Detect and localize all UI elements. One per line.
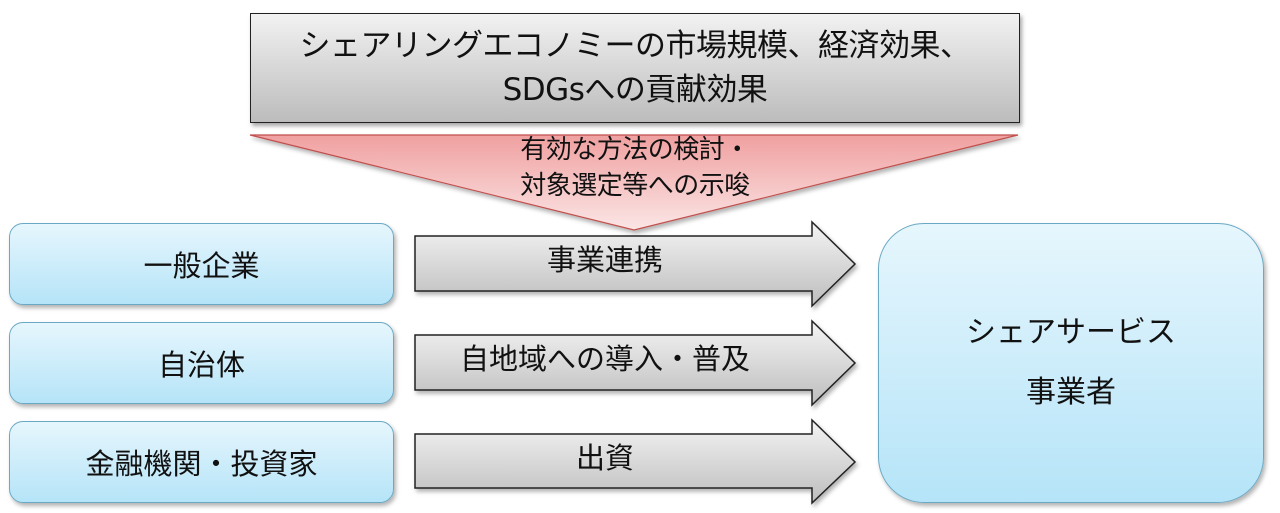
target-line2: 事業者 xyxy=(1026,375,1116,410)
research-scope-line1: シェアリングエコノミーの市場規模、経済効果、 xyxy=(299,28,972,64)
funnel-label-line2: 対象選定等への示唆 xyxy=(520,171,750,201)
arrow-label-investment: 出資 xyxy=(575,441,634,475)
target-line1: シェアサービス xyxy=(966,315,1176,350)
arrow-label-local-introduction: 自地域への導入・普及 xyxy=(459,342,750,376)
arrow-shape-investment xyxy=(414,418,857,505)
funnel-triangle xyxy=(249,134,1019,231)
arrow-shape-business-partnership xyxy=(414,220,857,308)
arrow-shape-local-introduction xyxy=(414,319,857,407)
stakeholder-label: 自治体 xyxy=(157,348,245,382)
stakeholder-label: 一般企業 xyxy=(143,249,260,283)
stakeholder-label: 金融機関・投資家 xyxy=(85,447,318,481)
stakeholder-general-companies: 一般企業 xyxy=(9,223,394,305)
stakeholder-local-governments: 自治体 xyxy=(9,322,394,404)
share-service-provider-box: シェアサービス 事業者 xyxy=(878,223,1264,503)
stakeholder-financial-institutions: 金融機関・投資家 xyxy=(9,421,394,503)
funnel-label-line1: 有効な方法の検討・ xyxy=(520,135,750,165)
arrow-label-business-partnership: 事業連携 xyxy=(546,243,663,277)
research-scope-box: シェアリングエコノミーの市場規模、経済効果、 SDGsへの貢献効果 xyxy=(250,13,1020,123)
research-scope-line2: SDGsへの貢献効果 xyxy=(502,72,768,108)
funnel-label: 有効な方法の検討・ 対象選定等への示唆 xyxy=(400,132,870,204)
